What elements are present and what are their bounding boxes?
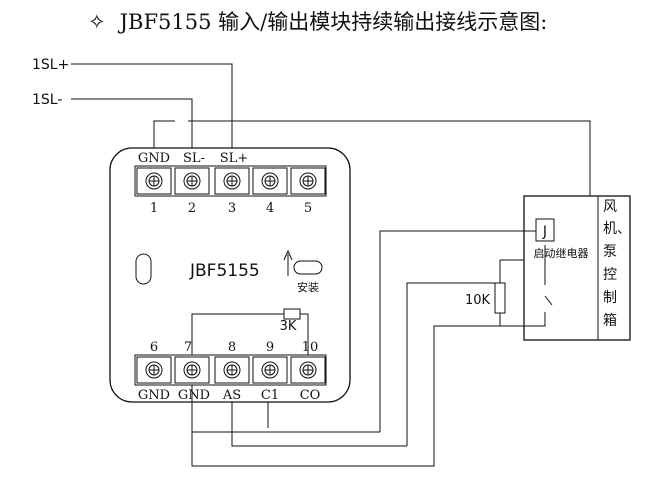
- top-signal-sl-minus: SL-: [183, 151, 205, 166]
- control-box-char-3: 泵: [603, 244, 617, 260]
- control-box-char-2: 机、: [603, 221, 631, 237]
- wire-3k-left-inner: [191, 313, 284, 356]
- bot-term-num-7: 7: [184, 340, 192, 355]
- screw-terminal-icon: [183, 361, 201, 379]
- diagram-title: ✧ JBF5155 输入/输出模块持续输出接线示意图:: [88, 6, 547, 36]
- install-slot: [293, 260, 323, 275]
- screw-terminal-icon: [299, 172, 317, 190]
- install-label: 安装: [297, 280, 319, 294]
- wire-as: [231, 385, 407, 447]
- bot-term-num-10: 10: [302, 340, 319, 355]
- bottom-terminal-strip: [134, 354, 327, 386]
- resistor-3k: [283, 308, 301, 320]
- title-text: JBF5155 输入/输出模块持续输出接线示意图:: [119, 10, 548, 34]
- screw-terminal-icon: [261, 361, 279, 379]
- bot-signal-gnd-7: GND: [178, 388, 210, 403]
- top-terminal-cell: [290, 167, 326, 195]
- control-box-char-6: 箱: [603, 313, 617, 329]
- bottom-terminal-cell: [252, 356, 288, 384]
- wire-relay-coil-b: [406, 282, 500, 446]
- top-terminal-cell: [174, 167, 210, 195]
- control-box-name: 风 机、 泵 控 制 箱: [603, 199, 631, 329]
- top-term-num-5: 5: [304, 201, 312, 216]
- led-indicator: [135, 253, 152, 285]
- bottom-terminal-cell: [174, 356, 210, 384]
- install-mark: [283, 249, 323, 276]
- bus-label-minus: 1SL-: [32, 92, 62, 108]
- relay-symbol: J: [542, 224, 547, 240]
- bot-term-num-8: 8: [228, 340, 236, 355]
- bot-signal-c1: C1: [261, 388, 279, 403]
- bot-signal-as: AS: [222, 388, 241, 403]
- screw-terminal-icon: [145, 172, 163, 190]
- wire-1sl-plus: [71, 63, 233, 172]
- control-box-char-1: 风: [603, 199, 617, 215]
- top-signal-sl-plus: SL+: [220, 151, 248, 166]
- screw-terminal-icon: [299, 361, 317, 379]
- control-box-char-5: 制: [603, 290, 617, 306]
- resistor-3k-label: 3K: [280, 319, 297, 334]
- top-terminal-cell: [252, 167, 288, 195]
- top-signal-gnd: GND: [138, 151, 170, 166]
- relay-label: 启动继电器: [534, 247, 589, 260]
- wire-3k-right-inner: [300, 313, 309, 356]
- control-box-char-4: 控: [603, 267, 617, 283]
- screw-terminal-icon: [261, 172, 279, 190]
- bus-label-plus: 1SL+: [32, 57, 69, 73]
- top-terminal-strip: [134, 165, 327, 197]
- screw-terminal-icon: [223, 172, 241, 190]
- relay-coil: [535, 218, 555, 242]
- module-model: JBF5155: [189, 261, 260, 281]
- module-body: [109, 147, 351, 403]
- bot-signal-co: CO: [300, 388, 321, 403]
- top-term-num-1: 1: [150, 201, 158, 216]
- top-terminal-cell: [214, 167, 250, 195]
- bot-term-num-9: 9: [266, 340, 274, 355]
- top-term-num-2: 2: [188, 201, 196, 216]
- resistor-10k: [494, 282, 506, 314]
- screw-terminal-icon: [145, 361, 163, 379]
- top-term-num-4: 4: [266, 201, 274, 216]
- bottom-terminal-cell: [136, 356, 172, 384]
- bottom-terminal-cell: [290, 356, 326, 384]
- bottom-terminal-cell: [214, 356, 250, 384]
- resistor-10k-label: 10K: [465, 293, 491, 308]
- screw-terminal-icon: [223, 361, 241, 379]
- top-terminal-cell: [136, 167, 172, 195]
- top-term-num-3: 3: [228, 201, 236, 216]
- star-bullet-icon: ✧: [88, 10, 106, 34]
- bot-signal-gnd-6: GND: [138, 388, 170, 403]
- screw-terminal-icon: [183, 172, 201, 190]
- bot-term-num-6: 6: [150, 340, 158, 355]
